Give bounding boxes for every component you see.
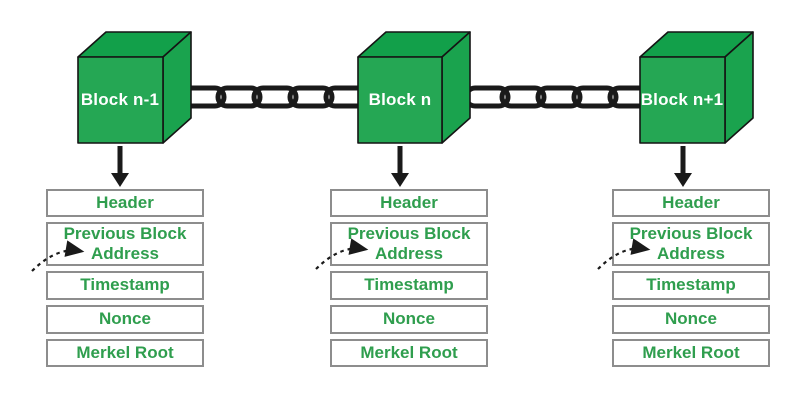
- field-box-header: Header: [612, 189, 770, 217]
- field-box-nonce: Nonce: [46, 305, 204, 334]
- block-cube-label: Block n: [368, 90, 432, 109]
- field-box-nonce: Nonce: [612, 305, 770, 334]
- field-box-header: Header: [46, 189, 204, 217]
- cube-block-n-plus-1: [639, 31, 754, 144]
- cube-block-n: [357, 31, 471, 144]
- chain-link-icon: [215, 85, 263, 109]
- field-box-prev-address: Previous Block Address: [612, 222, 770, 266]
- field-box-timestamp: Timestamp: [612, 271, 770, 300]
- chain-link-icon: [571, 85, 619, 109]
- chain-link-icon: [251, 85, 299, 109]
- block-fields-column-n-1: Header Previous Block Address Timestamp …: [46, 189, 204, 367]
- chain-left: [179, 85, 371, 109]
- chain-link-icon: [535, 85, 583, 109]
- chain-right: [463, 85, 655, 109]
- field-box-nonce: Nonce: [330, 305, 488, 334]
- down-arrow-left: [111, 146, 129, 187]
- chain-link-icon: [499, 85, 547, 109]
- cube-front-face: [357, 56, 443, 144]
- block-fields-column-n-plus-1: Header Previous Block Address Timestamp …: [612, 189, 770, 367]
- field-box-prev-address: Previous Block Address: [46, 222, 204, 266]
- chain-link-icon: [287, 85, 335, 109]
- field-box-timestamp: Timestamp: [46, 271, 204, 300]
- down-arrow-middle: [391, 146, 409, 187]
- field-box-merkel-root: Merkel Root: [612, 339, 770, 367]
- field-box-prev-address: Previous Block Address: [330, 222, 488, 266]
- cube-front-face: [77, 56, 164, 144]
- field-box-merkel-root: Merkel Root: [46, 339, 204, 367]
- arrowhead-icon: [674, 173, 692, 187]
- arrowhead-icon: [391, 173, 409, 187]
- arrowhead-icon: [111, 173, 129, 187]
- block-cube-label: Block n-1: [80, 90, 160, 109]
- field-box-merkel-root: Merkel Root: [330, 339, 488, 367]
- down-arrow-right: [674, 146, 692, 187]
- block-cube-label: Block n+1: [640, 90, 724, 109]
- block-fields-column-n: Header Previous Block Address Timestamp …: [330, 189, 488, 367]
- cube-front-face: [639, 56, 726, 144]
- cube-block-n-1: [77, 31, 192, 144]
- field-box-header: Header: [330, 189, 488, 217]
- field-box-timestamp: Timestamp: [330, 271, 488, 300]
